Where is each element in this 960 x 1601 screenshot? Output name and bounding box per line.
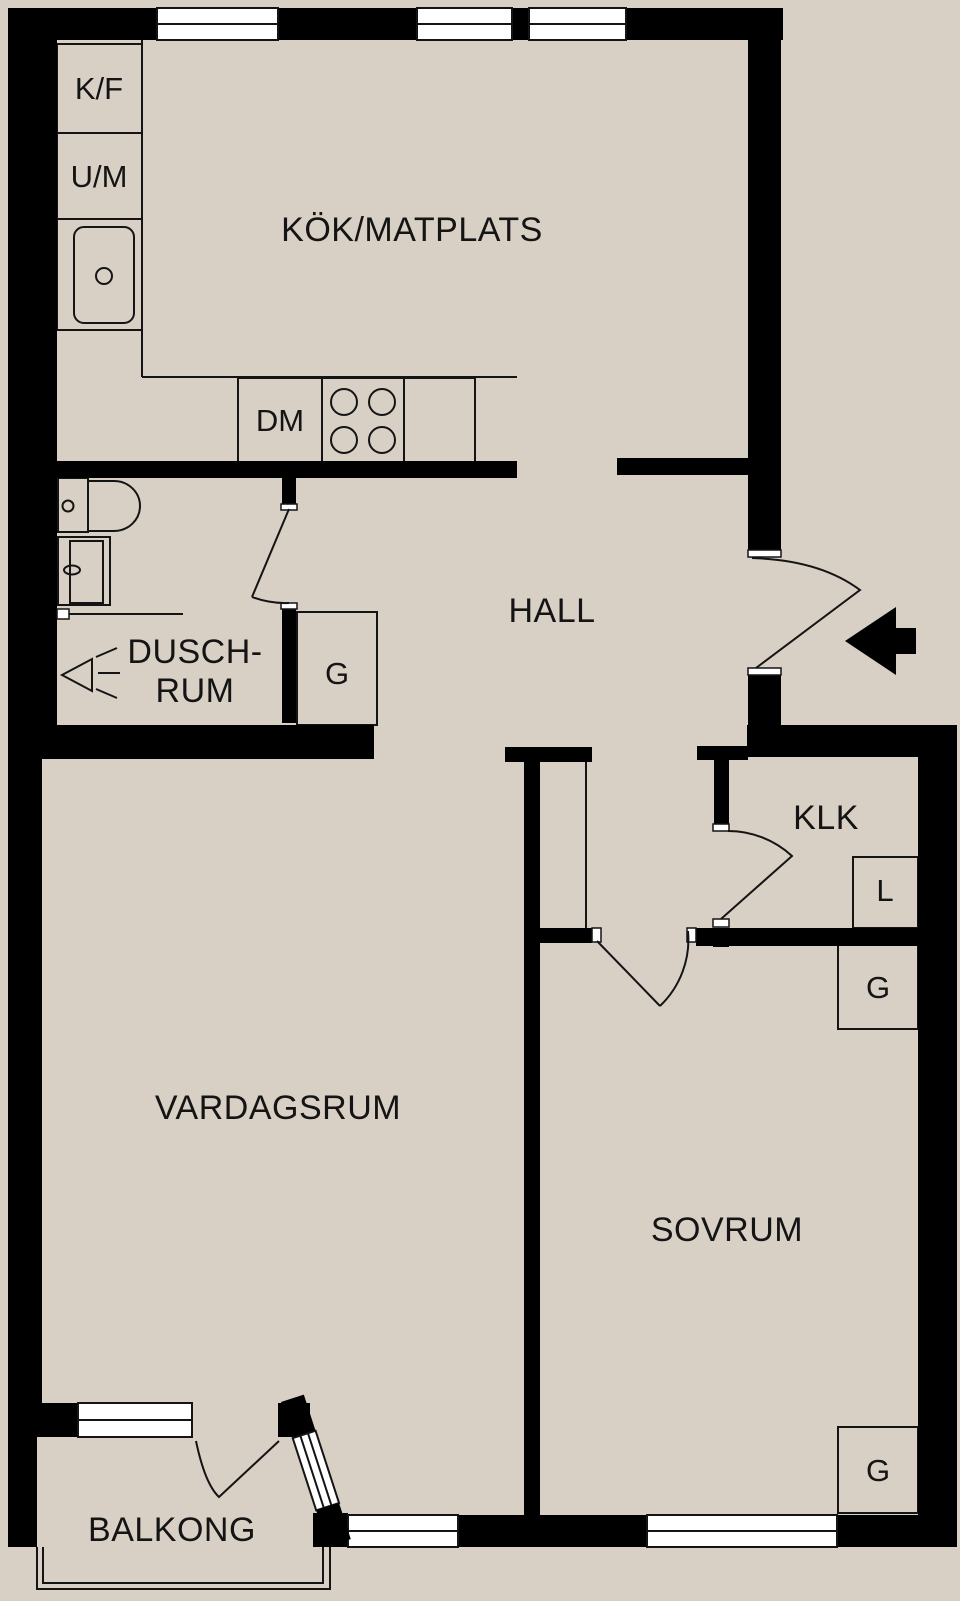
wall-klk-left	[714, 757, 729, 824]
sill-klk-bottom	[712, 918, 730, 928]
stove-burner-icon	[330, 426, 358, 454]
shower-screen-post	[56, 608, 70, 620]
wall-klk-left-stub	[713, 928, 729, 947]
sill-entry-bottom	[747, 667, 782, 676]
shower-room-label-1: DUSCH-	[127, 633, 262, 671]
stove-burner-icon	[368, 388, 396, 416]
bedroom-wardrobe-label: G	[866, 1453, 890, 1488]
wall-bedroom-door-left	[537, 928, 592, 943]
wall-left-balcony	[8, 1437, 37, 1547]
wall-northeast-band	[747, 725, 957, 757]
wall-bathroom-upper	[282, 478, 296, 506]
klk-label: KLK	[793, 799, 859, 837]
windows	[77, 7, 838, 1548]
bathroom-door	[251, 508, 290, 605]
walls	[8, 8, 957, 1547]
wall-bedroom-bottom-mid	[458, 1515, 647, 1547]
stove-burner-icon	[330, 388, 358, 416]
wall-entry-lower	[748, 675, 781, 725]
balcony-door-swing	[195, 1440, 280, 1499]
wall-livingroom-bedroom	[524, 762, 540, 1515]
wall-bathroom-lower	[282, 609, 296, 723]
wall-top	[8, 8, 783, 40]
hall-wardrobe-label: G	[325, 656, 349, 691]
bedroom-door	[596, 930, 690, 1007]
toilet-button-icon	[61, 499, 75, 513]
fridge-freezer-label: K/F	[75, 71, 123, 106]
bathroom-sink-icon	[57, 536, 111, 606]
dishwasher-label: DM	[256, 403, 304, 438]
wall-klk-top-stub	[697, 746, 748, 760]
klk-door	[720, 829, 794, 920]
shower-room-label-2: RUM	[156, 672, 235, 710]
shower-spray-icon	[95, 647, 120, 699]
wall-hall-livingroom	[8, 725, 374, 759]
labels: K/F U/M KÖK/MATPLATS DM DUSCH- RUM G HAL…	[71, 71, 894, 1549]
balcony-railing	[36, 1547, 331, 1590]
linen-closet-label: L	[876, 873, 893, 908]
wall-bedroom-bottom-right	[837, 1515, 957, 1547]
wall-right-kitchen	[748, 40, 781, 550]
entry-door	[751, 557, 862, 669]
balcony-door-panel-lines	[299, 1432, 333, 1509]
balcony-door-leaf	[281, 1394, 351, 1547]
shower-head-icon	[59, 657, 93, 693]
wall-right	[918, 757, 957, 1547]
wall-kitchen-bottom-a	[57, 461, 517, 478]
sill-klk-top	[712, 823, 730, 832]
balcony-door-cap-top	[281, 1394, 316, 1439]
wall-tbar	[505, 747, 592, 762]
toilet-bowl-icon	[87, 480, 141, 532]
sill-bedroom-right	[686, 927, 697, 943]
kitchen-sink-basin-icon	[73, 226, 135, 324]
living-room-label: VARDAGSRUM	[155, 1089, 401, 1127]
balcony-door-cap-bottom	[316, 1503, 351, 1547]
doors	[195, 508, 862, 1499]
hall-label: HALL	[508, 592, 595, 630]
closet-wardrobe-label: G	[866, 970, 890, 1005]
bathroom-sink-basin-icon	[69, 540, 104, 604]
wall-klk-bottom	[696, 928, 918, 946]
wall-kitchen-bottom-b	[617, 458, 750, 475]
bathroom-sink-handle-icon	[63, 564, 81, 576]
wall-livingroom-bottom	[8, 1403, 78, 1437]
stove-burner-icon	[368, 426, 396, 454]
door-sills	[56, 503, 782, 943]
wall-left-upper	[8, 8, 57, 757]
kitchen-label: KÖK/MATPLATS	[281, 211, 543, 249]
bedroom-label: SOVRUM	[651, 1211, 803, 1249]
washing-machine-label: U/M	[71, 159, 128, 194]
sill-bedroom-left	[591, 927, 602, 943]
kitchen-sink-drain-icon	[95, 267, 113, 285]
sill-entry-top	[747, 549, 782, 558]
balcony-label: BALKONG	[88, 1511, 256, 1549]
wall-left-lower	[8, 757, 42, 1437]
entry-arrow-icon	[845, 607, 916, 675]
